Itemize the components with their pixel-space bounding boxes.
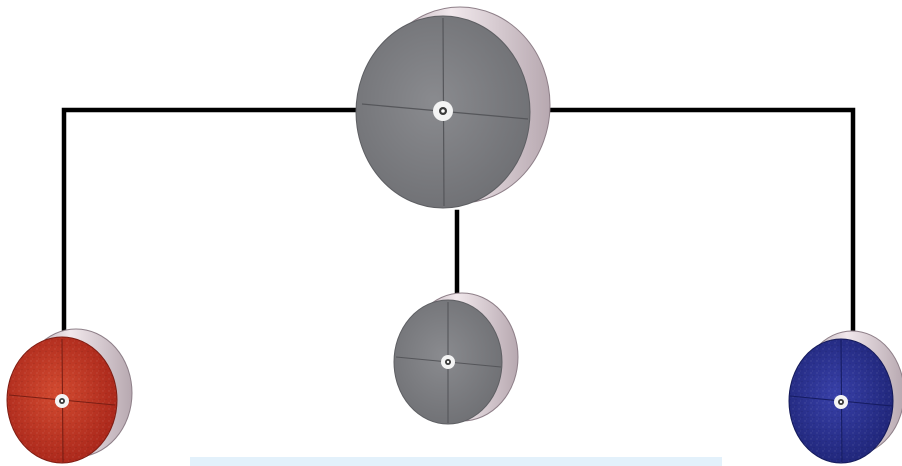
- connector-right: [548, 110, 853, 335]
- connector-left: [64, 110, 360, 335]
- wheel-right: [789, 331, 902, 463]
- wheel-middle: [394, 293, 518, 424]
- caption-bar: [190, 457, 722, 466]
- wheel-top: [356, 7, 550, 208]
- wheel-left: [7, 329, 132, 463]
